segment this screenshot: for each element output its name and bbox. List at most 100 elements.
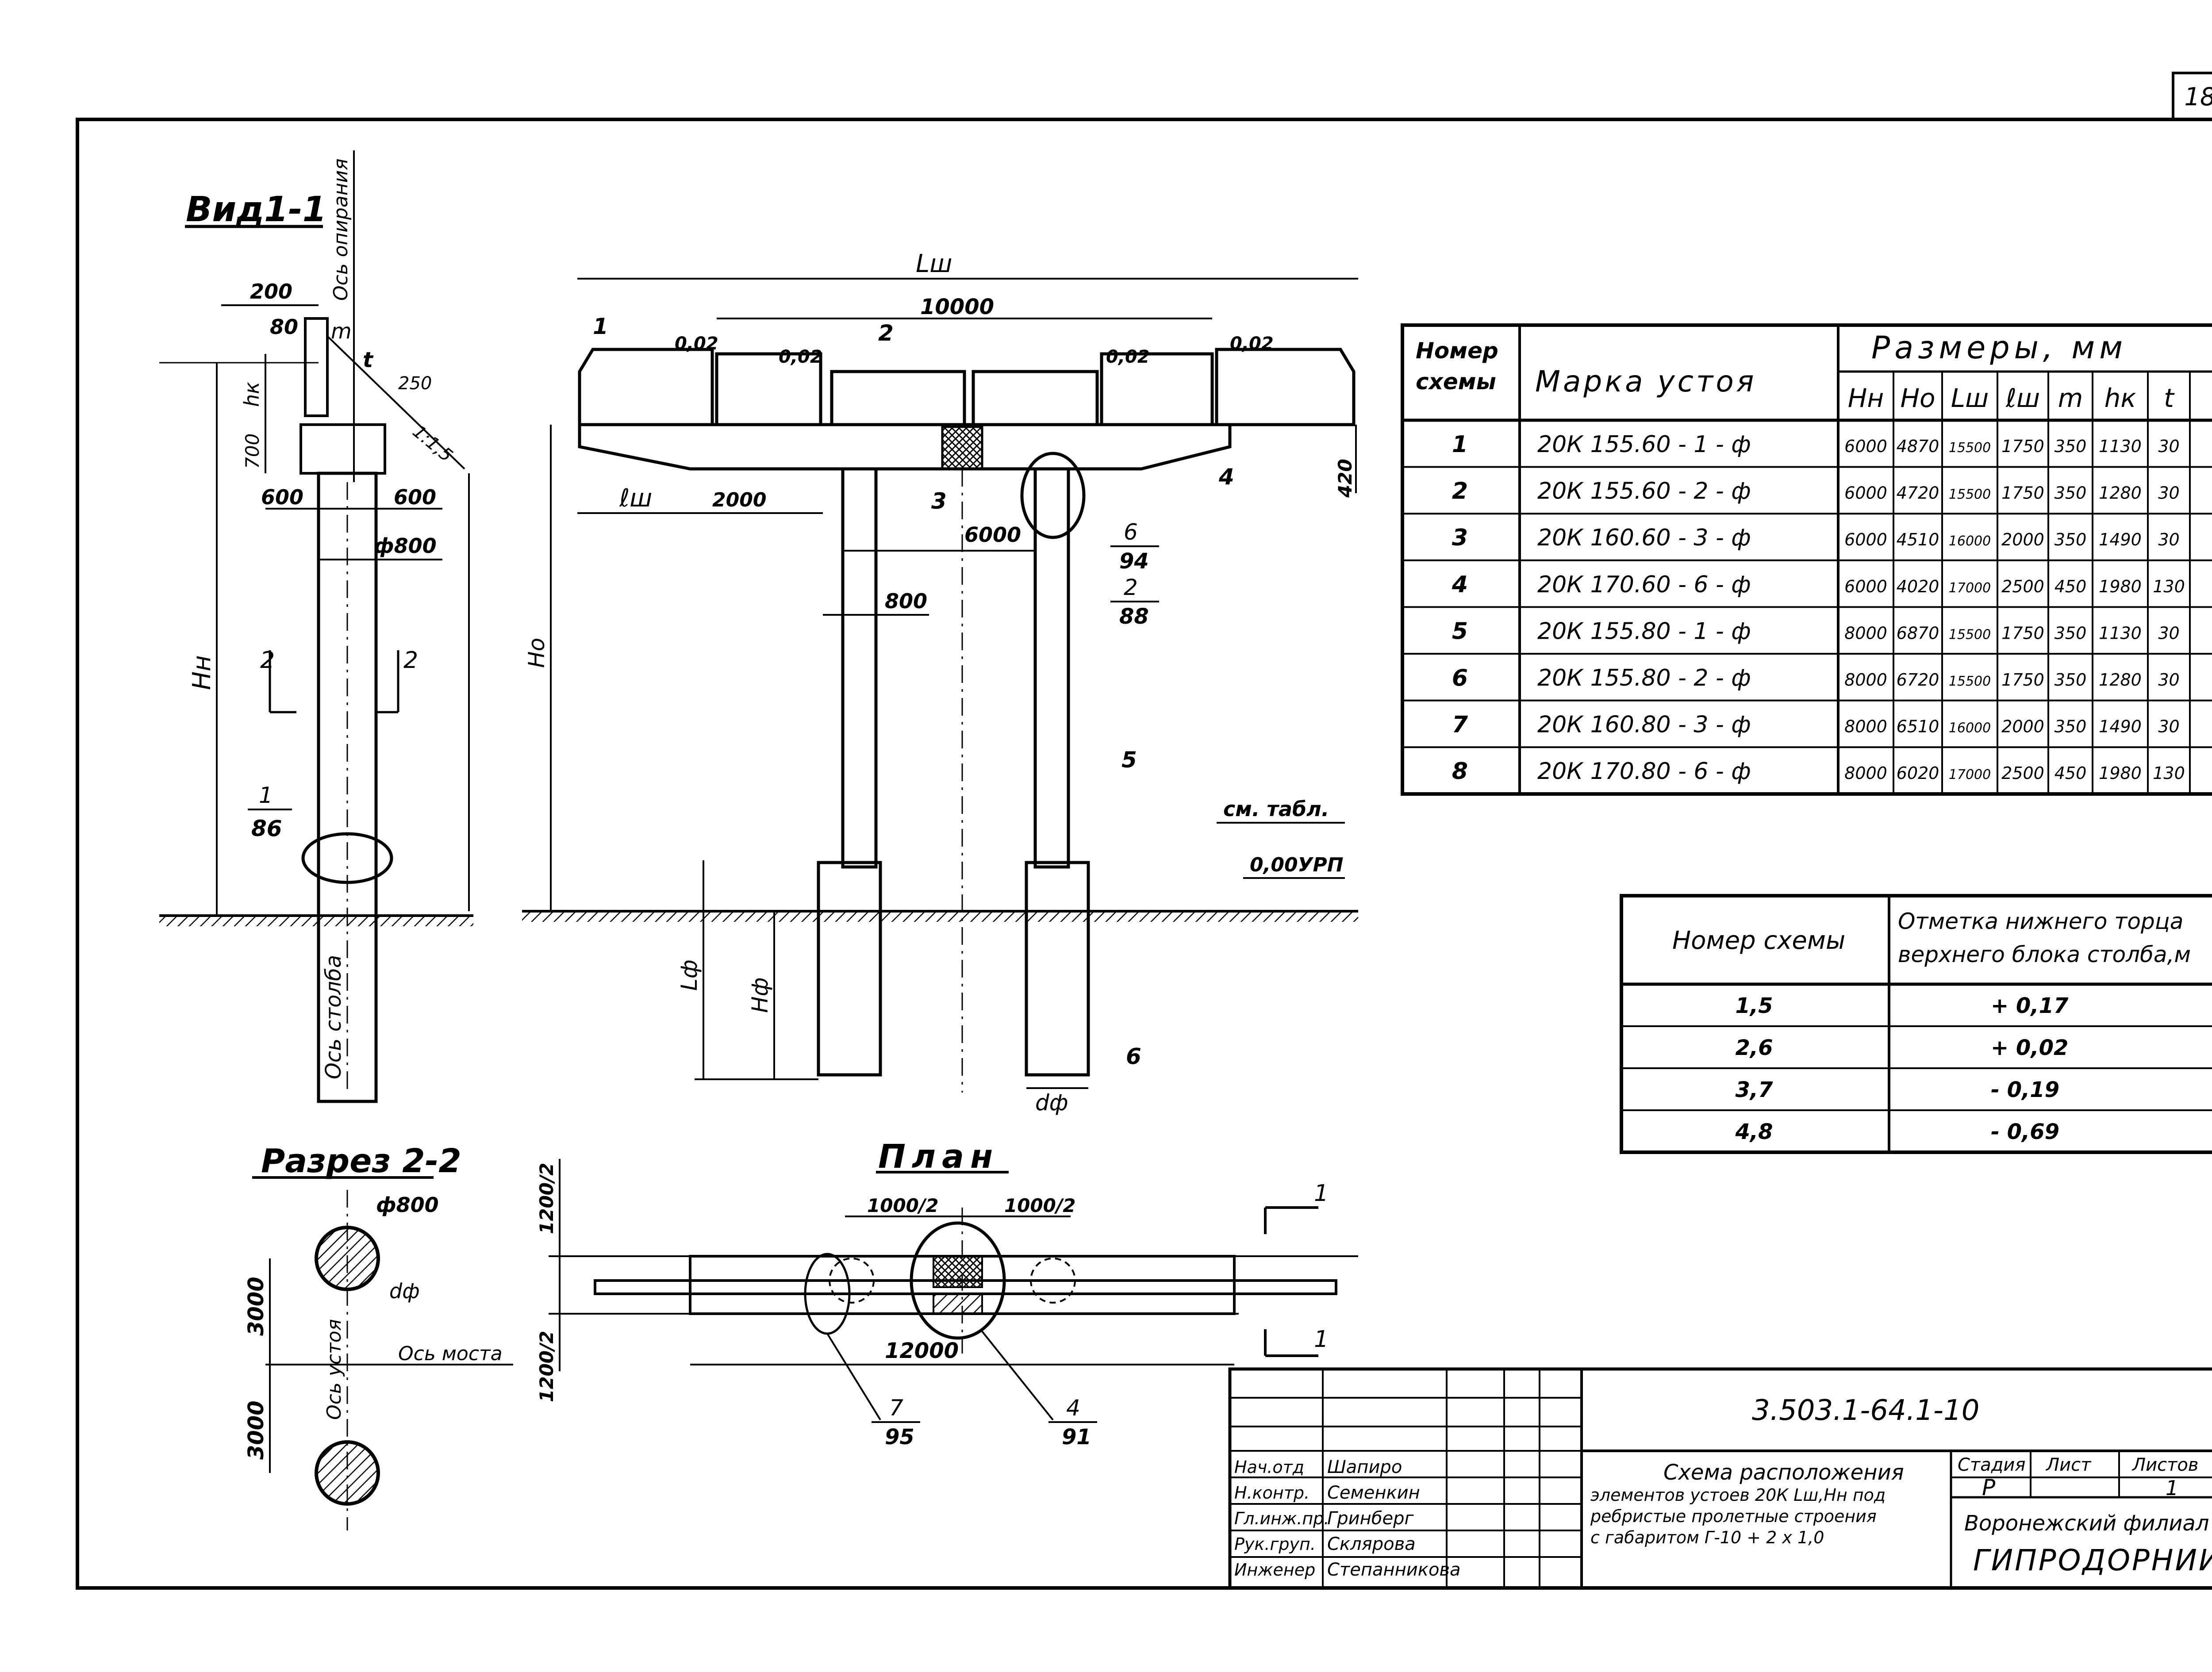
table-cell-num: 4 bbox=[1452, 571, 1468, 598]
org-line1: Воронежский филиал bbox=[1964, 1511, 2209, 1536]
table-cell-value: 1750 bbox=[2001, 437, 2044, 456]
table-subheader: ℓш bbox=[2005, 383, 2040, 413]
table-cell-value: 2500 bbox=[2001, 577, 2044, 596]
marks-cell-value: - 0,69 bbox=[1991, 1120, 2059, 1144]
table-cell-value: 15500 bbox=[1949, 627, 1991, 642]
description-line: ребристые пролетные строения bbox=[1590, 1507, 1877, 1526]
marks-header-scheme: Номер схемы bbox=[1672, 926, 1845, 955]
view1-dim-slope: 1:1,5 bbox=[409, 421, 457, 466]
view1-dim-hk: hк bbox=[240, 382, 264, 407]
table-cell-value: 350 bbox=[2055, 530, 2087, 549]
table-cell-num: 2 bbox=[1452, 478, 1468, 505]
staff-role: Рук.груп. bbox=[1234, 1534, 1316, 1554]
front-dim-lf: Lф bbox=[676, 959, 702, 991]
table-cell-value: 350 bbox=[2055, 717, 2087, 736]
sheet-number: 18 bbox=[2184, 83, 2212, 111]
front-dim-ho: Но bbox=[524, 638, 549, 668]
table-cell-value: 1750 bbox=[2001, 623, 2044, 643]
table-column-lines bbox=[1893, 372, 2191, 794]
table-cell-value: 2500 bbox=[2001, 763, 2044, 783]
view-1-1: Вид1-1 Ось опирания Нн hк 700 200 80 m t… bbox=[159, 150, 473, 1103]
section-dim-df: dф bbox=[389, 1279, 420, 1303]
stage-value: Р bbox=[1982, 1475, 1996, 1500]
plan-dim-1000a: 1000/2 bbox=[867, 1195, 938, 1216]
staff-name: Семенкин bbox=[1327, 1483, 1420, 1503]
table-cell-value: 30 bbox=[2158, 670, 2179, 690]
front-dim-420: 420 bbox=[1334, 459, 1356, 498]
table-cell-num: 8 bbox=[1452, 758, 1468, 785]
front-callout-6-sheet: 94 bbox=[1119, 549, 1149, 574]
table-cell-value: 17000 bbox=[1949, 580, 1991, 596]
table-subheader: t bbox=[2164, 383, 2175, 413]
marks-cell-value: + 0,02 bbox=[1991, 1035, 2068, 1060]
plan-dim-1000b: 1000/2 bbox=[1004, 1195, 1075, 1216]
table-subheader: hк bbox=[2104, 383, 2136, 413]
table-cell-value: 1130 bbox=[2099, 437, 2142, 456]
table-header-scheme-line1: Номер bbox=[1416, 338, 1498, 364]
description-line: с габаритом Г-10 + 2 х 1,0 bbox=[1590, 1528, 1824, 1547]
table-cell-value: 8000 bbox=[1844, 670, 1887, 690]
table-cell-value: 30 bbox=[2158, 437, 2179, 456]
front-pos-6: 6 bbox=[1126, 1043, 1141, 1069]
table-cell-value: 1130 bbox=[2099, 623, 2142, 643]
staff-name: Гринберг bbox=[1327, 1508, 1414, 1529]
table-cell-value: 8000 bbox=[1844, 763, 1887, 783]
table-cell-value: 30 bbox=[2158, 623, 2179, 643]
front-pos-3: 3 bbox=[931, 488, 947, 514]
table-cell-value: 1490 bbox=[2099, 530, 2142, 549]
table-cell-value: 130 bbox=[2153, 577, 2185, 596]
table-cell-value: 17000 bbox=[1949, 767, 1991, 782]
table-cell-value: 15500 bbox=[1949, 674, 1991, 689]
front-dim-lsh: Lш bbox=[916, 249, 952, 278]
view1-dim-m: m bbox=[331, 319, 352, 344]
view1-cut-mark-b: 2 bbox=[403, 647, 418, 674]
table-cell-mark: 20К 155.80 - 2 - ф bbox=[1537, 665, 1751, 691]
table-cell-value: 350 bbox=[2055, 483, 2087, 503]
marks-cell-schemes: 3,7 bbox=[1735, 1078, 1773, 1102]
table-cell-value: 450 bbox=[2055, 577, 2087, 596]
table-subheader: m bbox=[2058, 383, 2083, 413]
staff-name: Шапиро bbox=[1327, 1457, 1402, 1477]
section-2-2: Разрез 2-2 ф800 dф 3000 3000 Ось устоя О… bbox=[244, 1142, 513, 1530]
table-cell-value: 350 bbox=[2055, 623, 2087, 643]
view1-cut-mark-a: 2 bbox=[260, 647, 275, 674]
table-cell-value: 16000 bbox=[1949, 533, 1991, 549]
table-subheader: Lш bbox=[1951, 383, 1989, 413]
view1-dim-hn: Нн bbox=[188, 655, 216, 690]
staff-role: Инженер bbox=[1234, 1560, 1315, 1580]
plan-callout-4-num: 4 bbox=[1066, 1395, 1080, 1421]
table-cell-num: 7 bbox=[1452, 712, 1468, 738]
plan-dim-1200a: 1200/2 bbox=[536, 1163, 557, 1234]
view1-callout-sheet: 86 bbox=[251, 816, 282, 841]
table-header-mark: Марка устоя bbox=[1535, 364, 1756, 399]
table-cell-value: 1750 bbox=[2001, 483, 2044, 503]
table-cell-value: 6000 bbox=[1844, 437, 1887, 456]
front-slope-3: 0,02 bbox=[1106, 347, 1150, 367]
front-pos-1: 1 bbox=[593, 314, 608, 339]
plan-title: План bbox=[878, 1138, 999, 1176]
table-cell-value: 1980 bbox=[2099, 577, 2142, 596]
table-cell-mark: 20К 170.60 - 6 - ф bbox=[1537, 571, 1751, 598]
view1-dim-200: 200 bbox=[250, 280, 292, 303]
sheets-label: Листов bbox=[2131, 1455, 2198, 1475]
table-cell-value: 1280 bbox=[2099, 670, 2142, 690]
marks-body: 1,5+ 0,172,6+ 0,023,7- 0,194,8- 0,69 bbox=[1735, 993, 2068, 1144]
table-cell-value: 30 bbox=[2158, 483, 2179, 503]
title-block: 3.503.1-64.1-10 Схема расположенияэлемен… bbox=[1228, 1367, 2212, 1590]
table-cell-value: 6000 bbox=[1844, 577, 1887, 596]
view1-callout-num: 1 bbox=[259, 782, 273, 808]
sheet-label: Лист bbox=[2045, 1455, 2092, 1475]
front-pos-2: 2 bbox=[878, 320, 894, 346]
table-header-sizes: Размеры, мм bbox=[1871, 330, 2127, 366]
table-cell-value: 130 bbox=[2153, 763, 2185, 783]
marks-cell-schemes: 2,6 bbox=[1735, 1035, 1773, 1060]
view1-dim-80: 80 bbox=[270, 315, 298, 339]
table-cell-mark: 20К 170.80 - 6 - ф bbox=[1537, 758, 1751, 785]
table-cell-value: 1490 bbox=[2099, 717, 2142, 736]
sheets-value: 1 bbox=[2166, 1476, 2178, 1500]
view1-pillar-axis: Ось столба bbox=[321, 955, 346, 1079]
title-block-row-lines bbox=[1230, 1397, 1582, 1558]
